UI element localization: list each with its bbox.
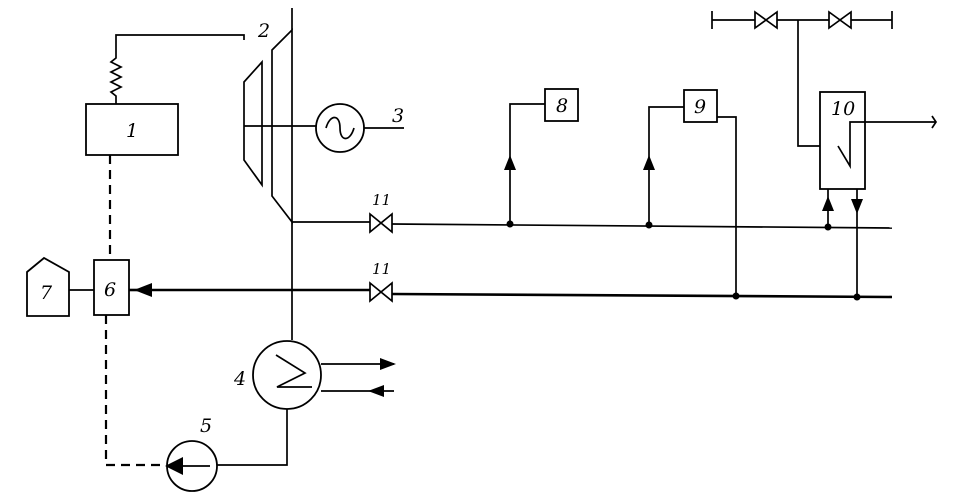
deaerator-box: [93, 259, 130, 316]
boiler-box: [85, 103, 179, 156]
heater-10-inlet-arrow-icon: [822, 196, 834, 211]
boiler-label: 1: [126, 120, 138, 142]
condenser-circle: [252, 340, 322, 410]
valve-lower-icon: [369, 281, 393, 303]
cooling-water-out-arrow-icon: [380, 358, 396, 370]
upper-steam-main: [391, 223, 893, 229]
condensate-line: [216, 409, 288, 466]
heater-10-outlet-junction: [853, 293, 861, 301]
condenser-coil-icon: [275, 354, 312, 388]
consumer-9-junction: [645, 221, 653, 229]
generator-sine-icon: [325, 116, 355, 140]
consumer-9-return-junction: [732, 292, 740, 300]
heater-10-box: [819, 91, 866, 190]
turbine-hp-body: [243, 59, 263, 188]
consumer-8-box: [544, 88, 579, 122]
superheater-coil: [109, 34, 245, 104]
turbine-label: 2: [257, 20, 270, 42]
consumer-9-supply: [648, 106, 684, 225]
makeup-tank-label: 7: [40, 282, 53, 304]
feed-line-pump: [104, 315, 166, 467]
feed-pump-arrow-icon: [165, 457, 183, 475]
heater-10-coil: [837, 121, 936, 170]
consumer-9-return: [717, 116, 737, 296]
consumer-9-arrow-icon: [643, 155, 655, 170]
valve-upper-label: 11: [372, 191, 391, 209]
consumer-8-label: 8: [556, 95, 568, 117]
valve-lower-label: 11: [372, 260, 391, 278]
valve-upper-icon: [369, 212, 393, 234]
consumer-8-supply: [509, 103, 545, 224]
deaerator-label: 6: [104, 279, 116, 301]
return-arrow-icon: [134, 283, 152, 297]
consumer-9-label: 9: [694, 96, 706, 118]
feed-pump-label: 5: [200, 415, 212, 437]
consumer-9-box: [683, 89, 718, 123]
generator-label: 3: [392, 105, 404, 127]
consumer-8-junction: [506, 220, 514, 228]
condenser-label: 4: [233, 368, 246, 390]
top-valve-right-icon: [828, 10, 852, 30]
heater-10-label: 10: [831, 98, 855, 120]
top-valve-left-icon: [754, 10, 778, 30]
cooling-water-in-arrow-icon: [368, 385, 384, 397]
heater-10-outlet-arrow-icon: [851, 199, 863, 214]
consumer-8-arrow-icon: [504, 155, 516, 170]
lower-return-main: [391, 292, 893, 299]
heater-10-outlet-cap: [931, 115, 938, 129]
makeup-tank-icon: [26, 256, 70, 317]
heater-10-inlet-junction: [824, 223, 832, 231]
